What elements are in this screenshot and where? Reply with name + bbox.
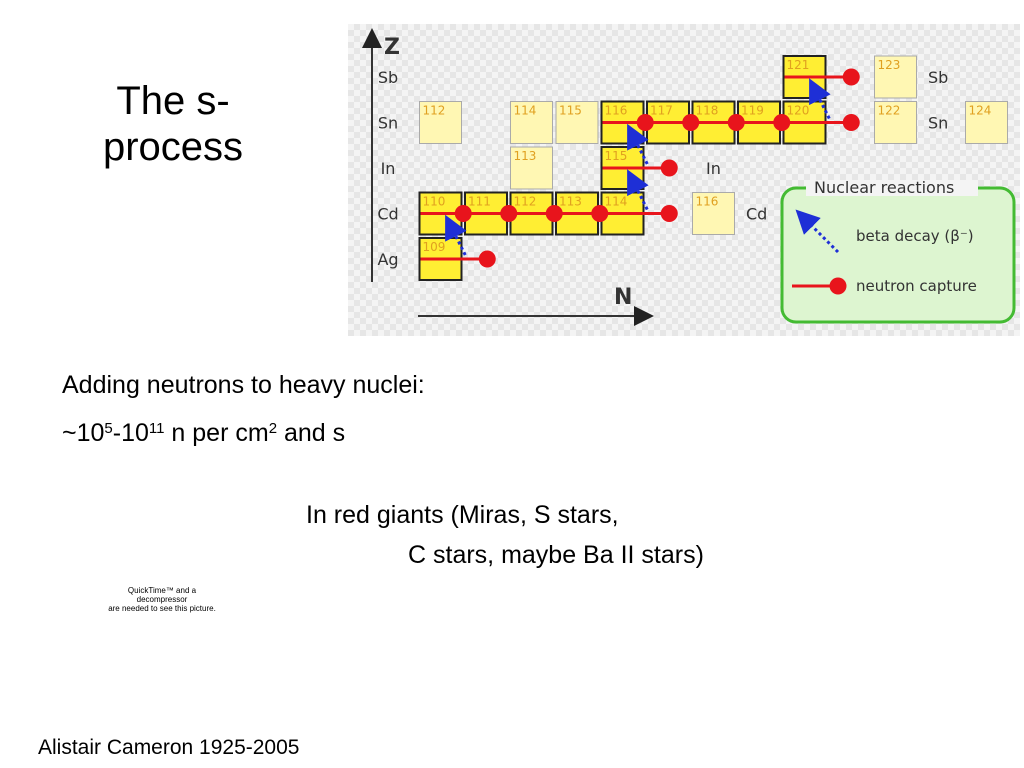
nuclide-mass-label: 112 <box>423 104 446 118</box>
neutron-capture-dot <box>842 68 860 86</box>
nuclide-mass-label: 123 <box>878 58 901 72</box>
legend-capture-dot <box>829 277 847 295</box>
n-axis-label: N <box>614 285 632 310</box>
nuclide-mass-label: 116 <box>696 195 719 209</box>
legend-beta-arrow <box>795 209 840 254</box>
nuclide-mass-label: 113 <box>514 149 537 163</box>
row-label-sb: Sb <box>378 68 398 87</box>
nuclide-cell <box>510 146 553 190</box>
nuclide-cell <box>692 192 735 235</box>
nuclide-mass-label: 116 <box>605 104 628 118</box>
nuclide-mass-label: 110 <box>423 195 446 209</box>
credit-text: Alistair Cameron 1925-2005 <box>38 736 300 759</box>
element-label-sb: Sb <box>928 68 948 87</box>
nuclide-mass-label: 122 <box>878 104 901 118</box>
legend-title-bg <box>806 180 978 196</box>
nuclide-mass-label: 124 <box>969 104 992 118</box>
nuclide-mass-label: 114 <box>605 195 628 209</box>
legend-title: Nuclear reactions <box>814 178 954 197</box>
nuclide-mass-label: 114 <box>514 104 537 118</box>
nuclide-mass-label: 115 <box>605 149 628 163</box>
nuclide-cell <box>874 55 917 99</box>
title-line-1: The s- <box>116 79 230 123</box>
nuclide-mass-label: 112 <box>514 195 537 209</box>
nuclide-mass-label: 113 <box>559 195 582 209</box>
body-text-neutrons: Adding neutrons to heavy nuclei: <box>62 371 425 399</box>
neutron-capture-dot <box>842 114 860 131</box>
legend-capture-label: neutron capture <box>856 277 977 295</box>
row-label-ag: Ag <box>377 250 398 269</box>
legend-beta-label: beta decay (β⁻) <box>856 227 974 245</box>
neutron-capture-dot <box>727 114 745 131</box>
neutron-capture-dot <box>478 250 496 268</box>
neutron-capture-dot <box>660 159 678 177</box>
neutron-capture-dot <box>591 205 609 222</box>
nuclide-cell <box>874 101 917 144</box>
row-label-in: In <box>381 159 396 178</box>
nuclide-cell <box>555 101 599 144</box>
nuclide-mass-label: 111 <box>468 195 491 209</box>
body-text-flux: ~105-1011 n per cm2 and s <box>62 419 346 447</box>
nuclide-mass-label: 115 <box>559 104 582 118</box>
element-label-in: In <box>706 159 721 178</box>
title-line-2: process <box>102 125 244 169</box>
nuclide-mass-label: 119 <box>741 104 764 118</box>
row-label-cd: Cd <box>377 205 398 224</box>
neutron-capture-dot <box>454 205 472 222</box>
neutron-capture-dot <box>636 114 654 131</box>
nuclide-cell <box>419 101 462 144</box>
neutron-capture-dot <box>660 205 678 222</box>
element-label-sn: Sn <box>928 114 948 133</box>
legend-box <box>780 186 1016 324</box>
nuclide-mass-label: 120 <box>787 104 810 118</box>
nuclide-mass-label: 118 <box>696 104 719 118</box>
row-label-sn: Sn <box>378 114 398 133</box>
element-label-cd: Cd <box>746 205 767 224</box>
neutron-capture-dot <box>682 114 700 131</box>
z-axis-label: Z <box>384 35 400 60</box>
quicktime-placeholder: QuickTime™ and a decompressor are needed… <box>108 586 216 613</box>
slide-title: The s- process <box>88 78 258 170</box>
body-text-star-types: C stars, maybe Ba II stars) <box>408 541 704 569</box>
neutron-capture-dot <box>500 205 518 222</box>
nuclide-mass-label: 117 <box>650 104 673 118</box>
nuclide-mass-label: 121 <box>787 58 810 72</box>
neutron-capture-dot <box>773 114 791 131</box>
nuclide-cell <box>965 101 1008 144</box>
neutron-capture-dot <box>545 205 563 222</box>
body-text-red-giants: In red giants (Miras, S stars, <box>306 501 619 529</box>
nuclide-cell <box>510 101 553 144</box>
nuclide-mass-label: 109 <box>423 240 446 254</box>
